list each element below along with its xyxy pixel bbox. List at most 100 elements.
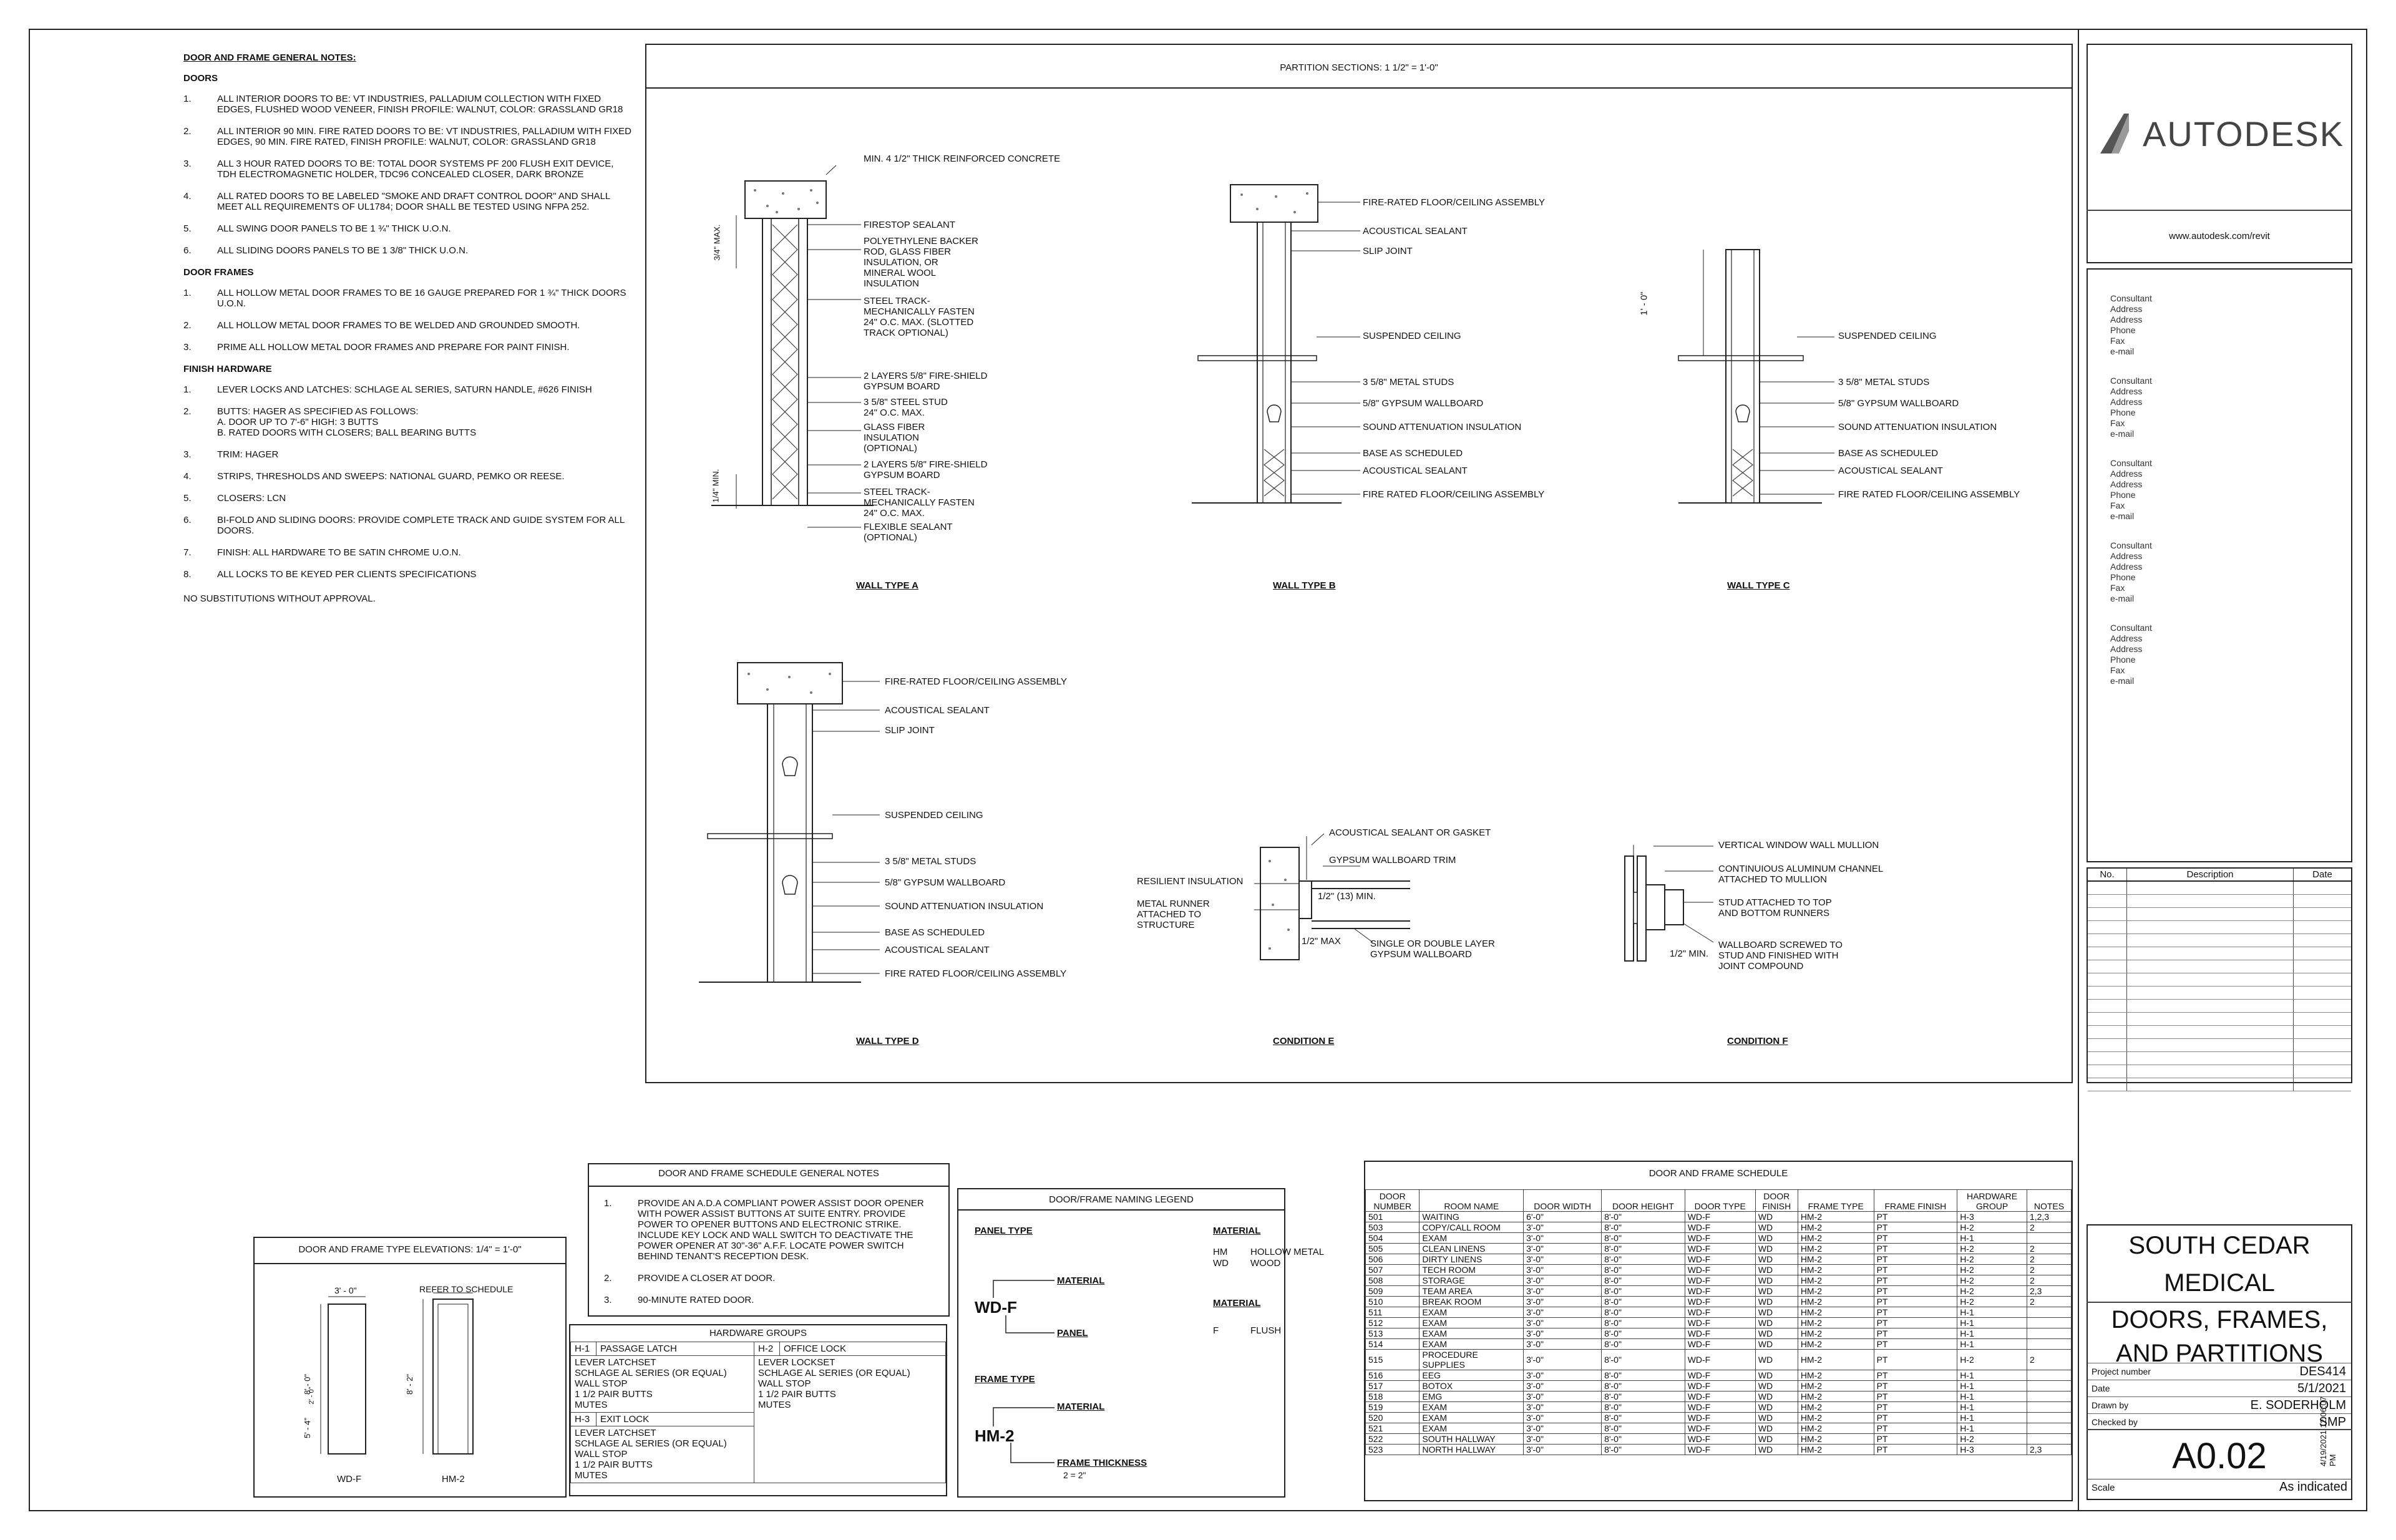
schedule-cell: 3'-0": [1523, 1338, 1602, 1350]
schedule-cell: 8'-0": [1601, 1211, 1685, 1222]
schedule-cell: 3'-0": [1523, 1254, 1602, 1265]
schedule-cell: 8'-0": [1601, 1412, 1685, 1423]
schedule-cell: 3'-0": [1523, 1243, 1602, 1254]
consultant-line: Consultant: [2110, 540, 2152, 550]
schedule-cell: HM-2: [1797, 1296, 1874, 1307]
consultant-line: Fax: [2110, 583, 2125, 593]
schedule-cell: HM-2: [1797, 1444, 1874, 1455]
schedule-cell: EXAM: [1419, 1412, 1524, 1423]
schedule-cell: [2026, 1380, 2072, 1391]
revision-cell: [2088, 947, 2127, 960]
schedule-cell: 521: [1365, 1423, 1420, 1434]
schedule-cell: WD: [1755, 1211, 1798, 1222]
schedule-cell: H-1: [1957, 1401, 2027, 1413]
wall-b-label-7: SOUND ATTENUATION INSULATION: [1363, 422, 1522, 432]
url-text: www.autodesk.com/revit: [2169, 231, 2270, 241]
cond-e-label-1: ACOUSTICAL SEALANT OR GASKET: [1329, 827, 1491, 838]
note-text: ALL INTERIOR 90 MIN. FIRE RATED DOORS TO…: [217, 126, 631, 147]
schedule-cell: EEG: [1419, 1370, 1524, 1381]
schedule-cell: 3'-0": [1523, 1423, 1602, 1434]
schedule-header: NOTES: [2026, 1189, 2072, 1212]
field-value: DES414: [2299, 1364, 2347, 1378]
revision-cell: [2293, 1025, 2351, 1039]
schedule-cell: 513: [1365, 1328, 1420, 1339]
schedule-cell: 517: [1365, 1380, 1420, 1391]
schedule-cell: WD-F: [1684, 1275, 1756, 1286]
note-number: 2.: [183, 126, 192, 137]
legend-material-heading-1: MATERIAL: [1213, 1226, 1261, 1236]
revision-cell: [2126, 1012, 2294, 1026]
schedule-cell: 2,3: [2026, 1285, 2072, 1297]
schedule-cell: 510: [1365, 1296, 1420, 1307]
note-item: 2.ALL HOLLOW METAL DOOR FRAMES TO BE WEL…: [183, 320, 633, 331]
note-item: 4.STRIPS, THRESHOLDS AND SWEEPS: NATIONA…: [183, 471, 633, 482]
consultant-line: e-mail: [2110, 593, 2135, 603]
consultant-line: Address: [2110, 644, 2143, 654]
schedule-cell: EXAM: [1419, 1317, 1524, 1328]
hw-h1-id: H-1: [570, 1342, 597, 1356]
schedule-cell: WD-F: [1684, 1338, 1756, 1350]
note-item: 5.ALL SWING DOOR PANELS TO BE 1 ¾" THICK…: [183, 223, 633, 234]
schedule-cell: [2026, 1307, 2072, 1318]
revision-cell: [2126, 999, 2294, 1013]
wall-d-label-8: BASE AS SCHEDULED: [885, 927, 985, 938]
consultant-line: e-mail: [2110, 511, 2135, 521]
schedule-cell: PT: [1873, 1328, 1958, 1339]
revision-cell: [2126, 1051, 2294, 1065]
revision-row: [2088, 960, 2351, 973]
consultant-line: e-mail: [2110, 429, 2135, 439]
naming-legend-title: DOOR/FRAME NAMING LEGEND: [1049, 1194, 1194, 1205]
schedule-header: HARDWARE GROUP: [1957, 1189, 2027, 1212]
cond-f-label-2: CONTINUIOUS ALUMINUM CHANNEL ATTACHED TO…: [1718, 864, 1884, 885]
revision-cell: [2293, 920, 2351, 934]
schedule-cell: 8'-0": [1601, 1232, 1685, 1244]
note-item: 3.ALL 3 HOUR RATED DOORS TO BE: TOTAL DO…: [183, 158, 633, 180]
hardware-groups-panel: [569, 1324, 947, 1496]
schedule-cell: 2: [2026, 1243, 2072, 1254]
type-elevations-title: DOOR AND FRAME TYPE ELEVATIONS: 1/4" = 1…: [298, 1244, 522, 1255]
field-label: Checked by: [2092, 1416, 2138, 1427]
note-text: ALL HOLLOW METAL DOOR FRAMES TO BE WELDE…: [217, 320, 580, 331]
note-text: ALL LOCKS TO BE KEYED PER CLIENTS SPECIF…: [217, 569, 477, 580]
revision-row: [2088, 1078, 2351, 1091]
schedule-cell: TECH ROOM: [1419, 1264, 1524, 1275]
revision-cell: [2126, 881, 2294, 895]
schedule-cell: 504: [1365, 1232, 1420, 1244]
revision-cell: [2088, 933, 2127, 947]
revision-row: [2088, 973, 2351, 987]
revision-cell: [2088, 999, 2127, 1013]
revision-row: [2088, 986, 2351, 1000]
general-notes-footer: NO SUBSTITUTIONS WITHOUT APPROVAL.: [183, 593, 376, 604]
wall-d-label-6: 5/8" GYPSUM WALLBOARD: [885, 877, 1006, 888]
schedule-cell: WD: [1755, 1328, 1798, 1339]
schedule-cell: TEAM AREA: [1419, 1285, 1524, 1297]
wall-b-label-8: BASE AS SCHEDULED: [1363, 448, 1463, 459]
schedule-cell: 8'-0": [1601, 1328, 1685, 1339]
note-item: 2. ALL INTERIOR 90 MIN. FIRE RATED DOORS …: [183, 126, 633, 147]
wall-d-label-5: 3 5/8" METAL STUDS: [885, 856, 976, 867]
schedule-cell: WD: [1755, 1232, 1798, 1244]
revision-cell: [2293, 907, 2351, 921]
revision-cell: [2293, 973, 2351, 987]
schedule-cell: 8'-0": [1601, 1391, 1685, 1402]
consultant-line: Address: [2110, 397, 2143, 407]
material-code: WD: [1213, 1258, 1229, 1269]
wall-a-label-6: 3 5/8" STEEL STUD 24" O.C. MAX.: [864, 397, 948, 418]
schedule-cell: 508: [1365, 1275, 1420, 1286]
revision-cell: [2293, 881, 2351, 895]
revision-cell: [2293, 1078, 2351, 1091]
schedule-cell: WD: [1755, 1349, 1798, 1370]
revision-cell: [2293, 1065, 2351, 1078]
schedule-cell: 507: [1365, 1264, 1420, 1275]
schedule-cell: 520: [1365, 1412, 1420, 1423]
revision-cell: [2293, 960, 2351, 973]
